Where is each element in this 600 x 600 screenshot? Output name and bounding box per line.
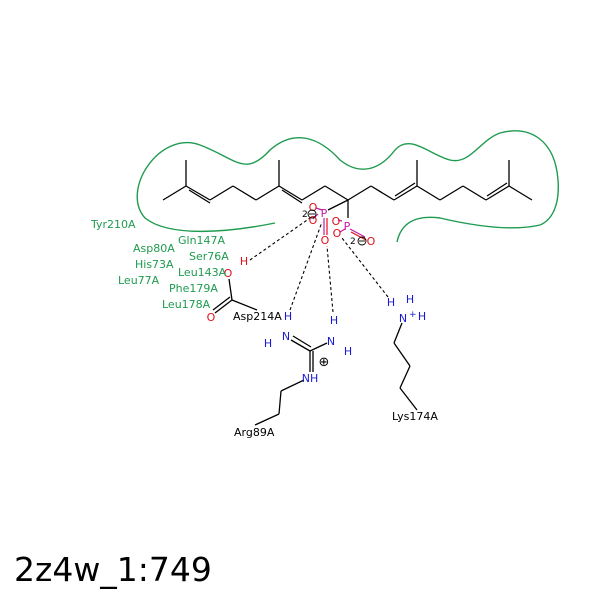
lys-charge: + [409, 310, 417, 320]
atom-h-arg-1: H [284, 310, 292, 323]
residue-leu178a: Leu178A [162, 298, 211, 311]
residue-atoms: H O O H N H H N H NH ⊕ H H N + H [207, 255, 426, 385]
phosphate-bonds [312, 207, 367, 241]
atom-h-arg-2: H [264, 337, 272, 350]
residue-leu143a: Leu143A [178, 266, 227, 279]
asp214-side-chain [212, 278, 258, 314]
atom-o-p2-top: O [332, 215, 341, 228]
atom-o-p1-top: O [309, 201, 318, 214]
lys174-side-chain [393, 322, 418, 411]
residue-asp214a: Asp214A [233, 310, 282, 323]
charge-label-2: 2 [350, 237, 356, 247]
atom-nh-arg: NH [302, 372, 319, 385]
ligand-atoms: P P O O O O O O 2 2 [302, 201, 376, 248]
residue-lys174a: Lys174A [392, 410, 438, 423]
atom-n-lys: N [399, 312, 407, 325]
charge-symbol-2 [357, 236, 367, 246]
atom-n-arg-1: N [282, 330, 290, 343]
arg89-side-chain [254, 335, 328, 426]
ligand-skeleton [162, 160, 533, 218]
atom-o-asp-carbonyl: O [207, 311, 216, 324]
hydrophobic-contact-arc [136, 130, 559, 243]
hydrophobic-residue-labels: Tyr210A Gln147A Asp80A Ser76A His73A Leu… [90, 218, 229, 311]
atom-h-asp: H [240, 255, 248, 268]
atom-n-arg-2: N [327, 335, 335, 348]
hydrogen-bonds [249, 217, 389, 313]
diagram-id-label: 2z4w_1:749 [14, 550, 212, 589]
atom-p2: P [344, 220, 351, 233]
atom-o-asp-hydroxyl: O [224, 267, 233, 280]
atom-p1: P [321, 207, 328, 220]
residue-gln147a: Gln147A [178, 234, 226, 247]
residue-leu77a: Leu77A [118, 274, 160, 287]
hbond-residue-labels: Asp214A Arg89A Lys174A [233, 310, 438, 439]
atom-h-lys-2: H [406, 293, 414, 306]
atom-o-p1-left: O [309, 214, 318, 227]
hbond-lys174 [341, 237, 389, 298]
atom-h-arg-4: H [344, 345, 352, 358]
residue-his73a: His73A [135, 258, 174, 271]
hbond-arg89-1 [289, 221, 323, 311]
charge-label-1: 2 [302, 210, 308, 220]
arg-charge-icon: ⊕ [319, 355, 330, 370]
residue-phe179a: Phe179A [169, 282, 218, 295]
atom-h-lys-1: H [387, 296, 395, 309]
residue-asp80a: Asp80A [133, 242, 175, 255]
hbond-arg89-2 [326, 245, 334, 313]
atom-h-lys-3: H [418, 310, 426, 323]
residue-arg89a: Arg89A [234, 426, 275, 439]
atom-o-p2-right: O [367, 235, 376, 248]
residue-tyr210a: Tyr210A [90, 218, 136, 231]
residue-ser76a: Ser76A [189, 250, 229, 263]
atom-o-p1-bottom: O [321, 234, 330, 247]
charge-symbol-1 [307, 209, 317, 219]
atom-h-arg-3: H [330, 314, 338, 327]
hbond-asp214 [249, 217, 311, 261]
atom-o-p2-bottom: O [333, 227, 342, 240]
